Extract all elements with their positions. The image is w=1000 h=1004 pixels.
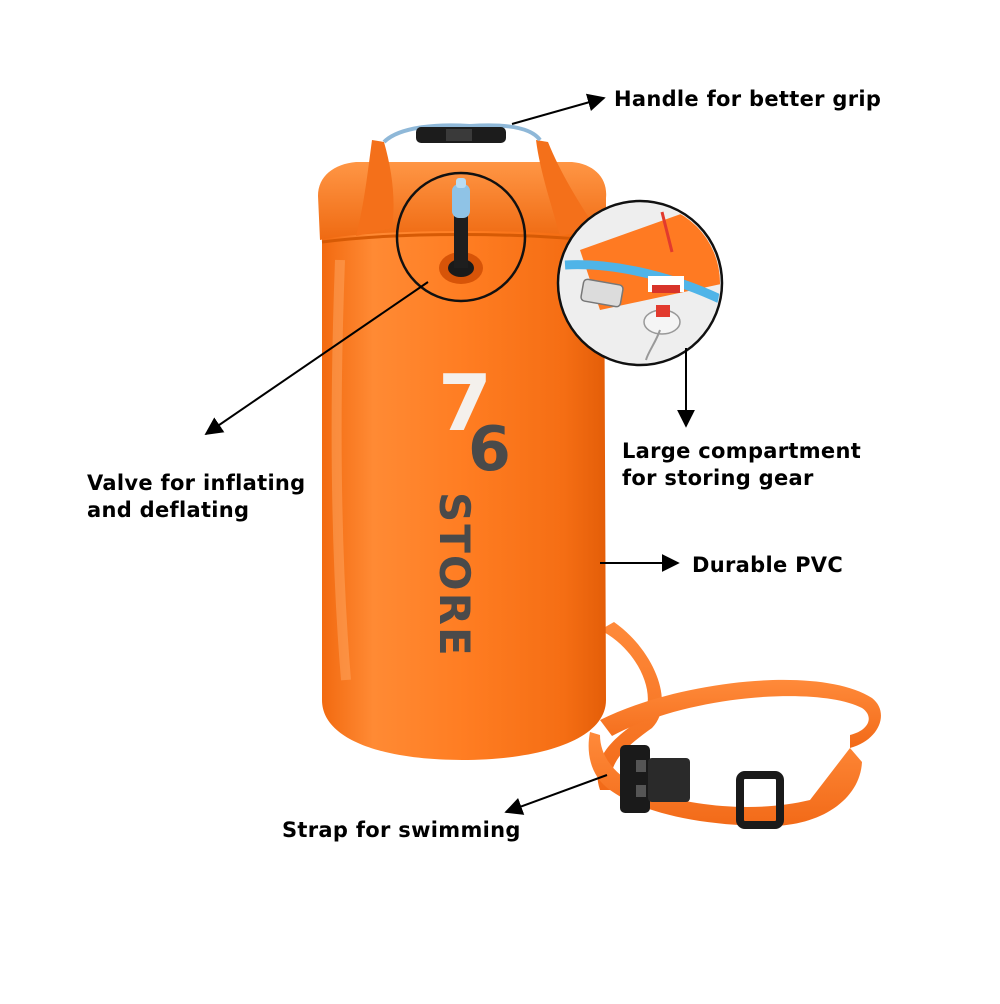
svg-text:7: 7 — [438, 359, 492, 449]
valve-callout-line2: and deflating — [87, 498, 250, 522]
carry-handle — [382, 123, 542, 144]
callout-arrows — [204, 93, 695, 815]
valve-callout-line1: Valve for inflating — [87, 471, 306, 495]
valve-callout: Valve for inflating and deflating — [87, 470, 306, 524]
handle-callout: Handle for better grip — [614, 86, 881, 113]
compartment-inset — [556, 199, 724, 367]
pvc-callout-text: Durable PVC — [692, 553, 844, 577]
compartment-callout: Large compartment for storing gear — [622, 438, 861, 492]
strap-callout-text: Strap for swimming — [282, 818, 521, 842]
arrow-handle — [511, 93, 606, 125]
compartment-callout-line2: for storing gear — [622, 466, 814, 490]
arrow-valve — [204, 281, 429, 436]
handle-callout-text: Handle for better grip — [614, 87, 882, 111]
strap-callout: Strap for swimming — [282, 817, 521, 844]
svg-text:6: 6 — [468, 413, 511, 485]
valve-detail — [395, 171, 527, 303]
strap-slider — [736, 771, 784, 829]
brand-logo: 7 6 STORE — [430, 359, 511, 658]
compartment-callout-line1: Large compartment — [622, 439, 862, 463]
waist-strap — [588, 622, 881, 829]
dry-bag-body — [318, 140, 607, 760]
pvc-callout: Durable PVC — [692, 552, 843, 579]
strap-buckle — [620, 745, 650, 813]
arrow-strap — [504, 774, 608, 815]
svg-text:STORE: STORE — [430, 492, 479, 658]
